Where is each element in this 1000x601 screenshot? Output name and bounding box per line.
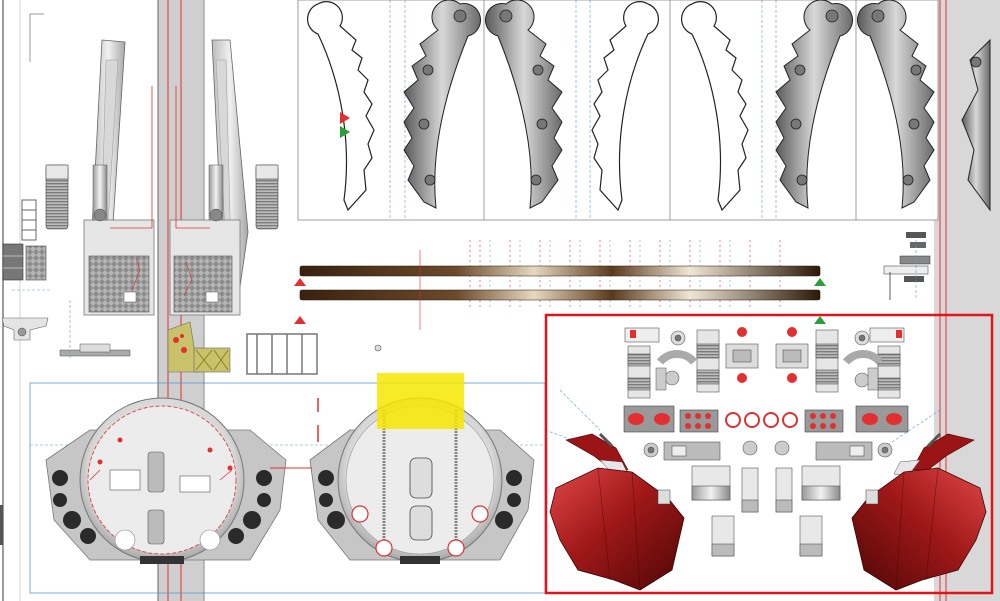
small-bracket-parts[interactable]: [883, 232, 931, 300]
selection-outline: [544, 313, 994, 595]
highlight-fill: [377, 373, 464, 429]
guide-rods[interactable]: [294, 240, 826, 330]
ramp-arm-pieces[interactable]: [1, 39, 318, 375]
page-frame: [0, 0, 44, 601]
red-triangle-marker: [340, 112, 350, 124]
green-triangle-marker: [340, 126, 350, 138]
escape-pod-halves[interactable]: [29, 344, 546, 594]
selected-parts-group[interactable]: [544, 313, 994, 595]
gear-fins-strip[interactable]: [297, 0, 991, 221]
